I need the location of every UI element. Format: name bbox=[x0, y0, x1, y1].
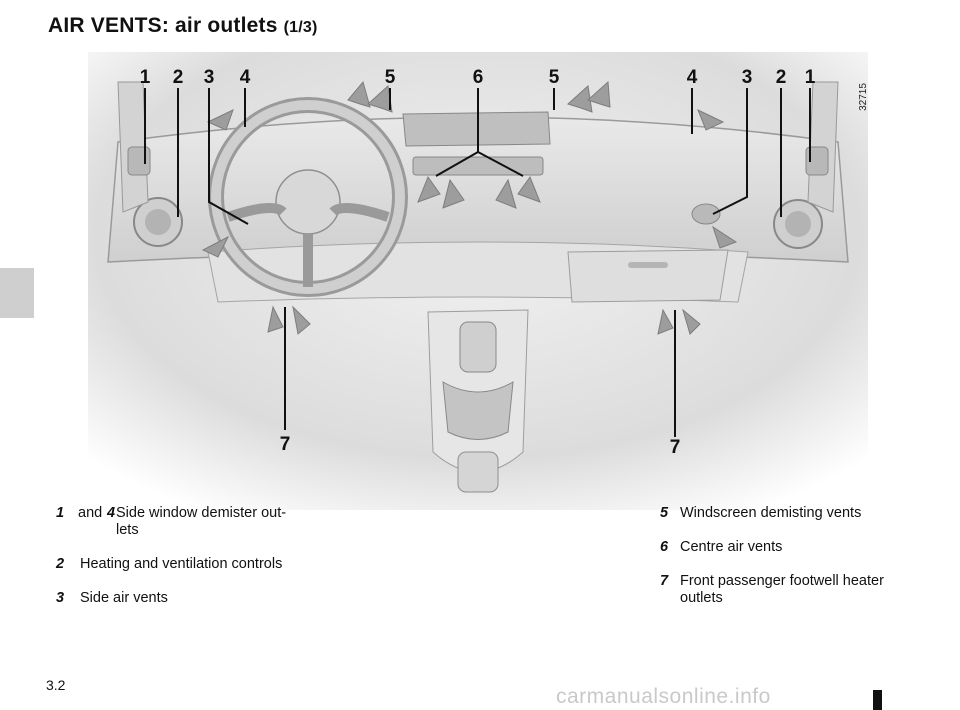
callout-1-left: 1 bbox=[140, 67, 151, 88]
arrow-footwell-left bbox=[267, 305, 284, 333]
legend-text-line2: lets bbox=[116, 522, 139, 538]
legend-text-line2: outlets bbox=[680, 590, 723, 606]
steering-wheel-spokes bbox=[226, 203, 390, 287]
legend-text: Centre air vents bbox=[680, 539, 783, 555]
glovebox bbox=[567, 249, 729, 303]
arrow-windscreen-right-b bbox=[587, 80, 611, 108]
callout-5-left: 5 bbox=[385, 67, 396, 88]
gear-lever bbox=[459, 321, 497, 373]
callout-2-right: 2 bbox=[776, 67, 787, 88]
legend-text: Heating and ventilation controls bbox=[80, 556, 283, 572]
callout-1-right: 1 bbox=[805, 67, 816, 88]
figure-reference-code: 32715 bbox=[858, 83, 868, 111]
arrow-centre-right bbox=[495, 178, 517, 209]
callout-4-left: 4 bbox=[240, 67, 251, 88]
glovebox-handle bbox=[628, 262, 668, 268]
page-number: 3.2 bbox=[46, 677, 66, 693]
callout-7-left: 7 bbox=[280, 434, 291, 455]
console-storage bbox=[457, 451, 499, 493]
page-marker bbox=[873, 690, 882, 710]
arrow-centre-right-2 bbox=[517, 175, 541, 203]
callout-2-left: 2 bbox=[173, 67, 184, 88]
display-screen bbox=[402, 111, 551, 147]
arrow-side-left bbox=[201, 235, 230, 258]
legend-item-3: 3 Side air vents bbox=[46, 590, 321, 607]
arrow-windscreen-left-b bbox=[367, 85, 393, 113]
airflow-arrows bbox=[201, 80, 738, 335]
legend-number: 7 bbox=[660, 573, 669, 589]
legend-number: 1 bbox=[56, 505, 65, 521]
legend-right: 5 Windscreen demisting vents 6 Centre ai… bbox=[658, 505, 910, 624]
arrow-demister-right bbox=[697, 108, 725, 131]
arrow-side-right bbox=[712, 225, 738, 249]
callout-7-right: 7 bbox=[670, 437, 681, 458]
arrow-centre-left-2 bbox=[442, 178, 465, 209]
legend-text: Windscreen demisting vents bbox=[680, 505, 862, 521]
arrow-windscreen-left-a bbox=[347, 80, 371, 108]
callout-4-right: 4 bbox=[687, 67, 698, 88]
callout-6: 6 bbox=[473, 67, 484, 88]
legend-number: 6 bbox=[660, 539, 669, 555]
dashboard-illustration: 1 2 3 4 5 6 5 4 3 2 1 7 7 32715 bbox=[88, 52, 868, 510]
legend-number-2: 4 bbox=[107, 505, 116, 521]
page-title-part: (1/3) bbox=[283, 19, 318, 36]
legend-text-line1: Side window demister out- bbox=[116, 505, 287, 521]
arrow-footwell-right-2 bbox=[682, 308, 701, 335]
section-tab bbox=[0, 268, 34, 318]
left-demister-outlet bbox=[127, 146, 151, 176]
arrow-footwell-left-2 bbox=[292, 305, 311, 335]
right-side-air-vent-inner bbox=[785, 211, 811, 237]
legend-number: 2 bbox=[56, 556, 65, 572]
gear-boot bbox=[442, 381, 514, 440]
legend-left: 1 and 4 Side window demister out- lets 2… bbox=[46, 505, 321, 624]
right-side-air-vent-small bbox=[691, 203, 721, 225]
steering-wheel-rim-highlight bbox=[211, 100, 405, 294]
leader-3-right bbox=[712, 88, 748, 215]
arrow-footwell-right bbox=[657, 308, 674, 335]
right-demister-outlet bbox=[805, 146, 829, 176]
legend-connector: and bbox=[78, 505, 103, 521]
legend-item-6: 6 Centre air vents bbox=[658, 539, 910, 556]
arrow-windscreen-right-a bbox=[567, 85, 593, 113]
legend-text: Side air vents bbox=[80, 590, 168, 606]
arrow-centre-left bbox=[417, 175, 441, 203]
arrow-demister-left bbox=[206, 109, 234, 131]
callout-3-right: 3 bbox=[742, 67, 753, 88]
leader-lines bbox=[144, 88, 811, 437]
leader-6 bbox=[435, 88, 524, 177]
legend-number: 3 bbox=[56, 590, 65, 606]
airbag-hub bbox=[275, 169, 341, 235]
legend-number: 5 bbox=[660, 505, 669, 521]
leader-3-left bbox=[208, 88, 249, 225]
page-title: AIR VENTS: air outlets (1/3) bbox=[48, 14, 318, 38]
legend-item-2: 2 Heating and ventilation controls bbox=[46, 556, 321, 573]
left-side-air-vent-inner bbox=[145, 209, 171, 235]
centre-air-vents bbox=[412, 156, 544, 176]
page-title-text: AIR VENTS: air outlets bbox=[48, 14, 278, 37]
watermark: carmanualsonline.info bbox=[556, 685, 771, 708]
callout-3-left: 3 bbox=[204, 67, 215, 88]
dashboard-drawing: 1 2 3 4 5 6 5 4 3 2 1 7 7 32715 bbox=[88, 52, 868, 510]
legend-item-1-4: 1 and 4 Side window demister out- lets bbox=[46, 505, 321, 539]
legend-text-line1: Front passenger footwell heater bbox=[680, 573, 884, 589]
legend-item-5: 5 Windscreen demisting vents bbox=[658, 505, 910, 522]
legend-item-7: 7 Front passenger footwell heater outlet… bbox=[658, 573, 910, 607]
callout-5-right: 5 bbox=[549, 67, 560, 88]
